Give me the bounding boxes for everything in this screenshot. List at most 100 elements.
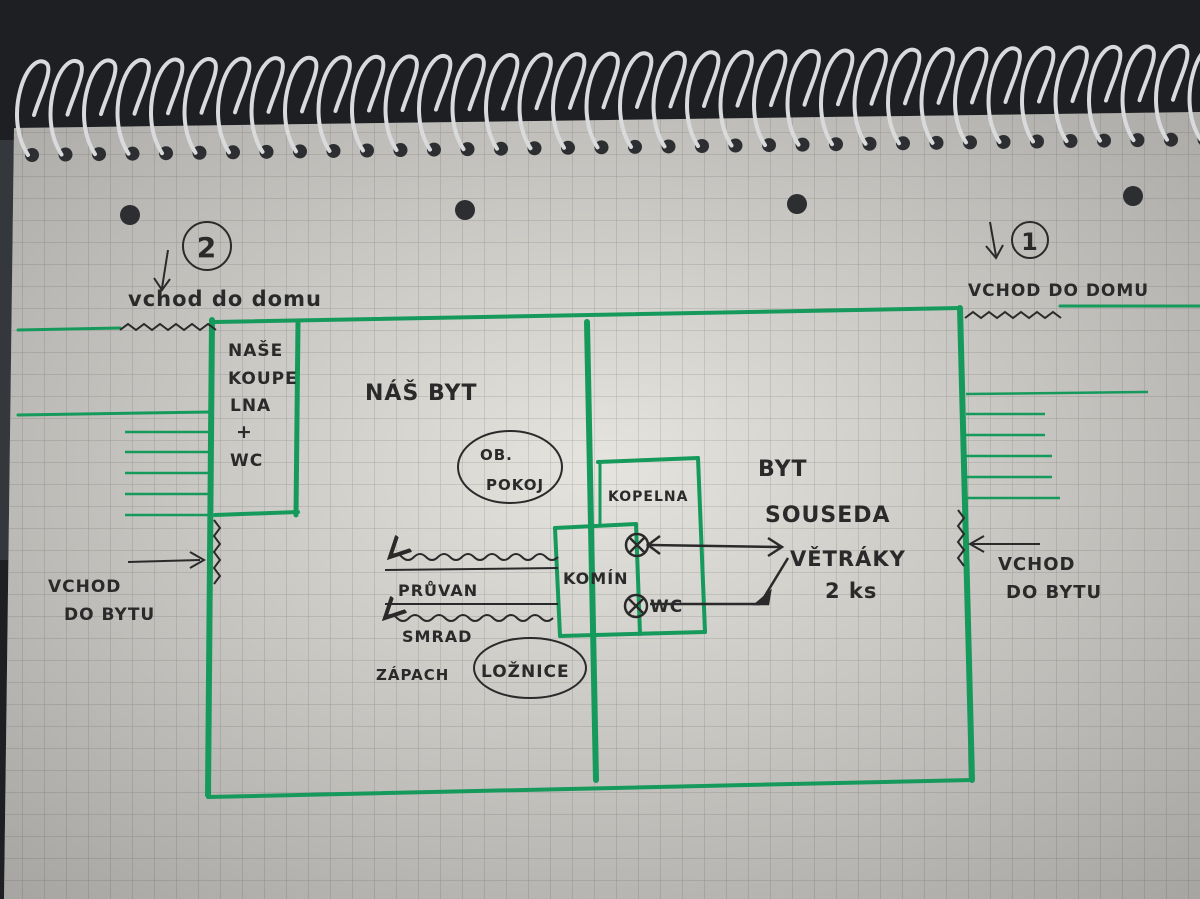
- spiral-hole: [226, 145, 240, 160]
- spiral-ring: [15, 59, 51, 157]
- label-pruvan: PRŮVAN: [398, 581, 478, 600]
- label-koupelna-1: NAŠE: [228, 339, 283, 361]
- spiral-hole: [326, 143, 341, 158]
- airflow-lines: [385, 554, 559, 622]
- ob-pokoj-ring: [457, 430, 563, 504]
- spiral-ring: [886, 47, 922, 146]
- staircase-left: [125, 430, 210, 517]
- spiral-ring: [718, 49, 754, 148]
- spiral-hole: [92, 147, 106, 162]
- spiral-ring: [819, 48, 855, 147]
- spiral-hole: [728, 138, 743, 153]
- spiral-hole: [829, 137, 843, 152]
- spiral-ring: [685, 50, 721, 148]
- spiral-ring: [752, 49, 788, 148]
- spiral-ring: [316, 55, 352, 153]
- entrance-arrows: [127, 221, 1040, 569]
- spiral-hole: [862, 136, 877, 151]
- label-byt-souseda-1: BYT: [758, 457, 808, 482]
- spiral-hole: [58, 147, 73, 162]
- label-byt-souseda-2: SOUSEDA: [765, 503, 891, 528]
- spiral-hole: [1030, 134, 1044, 149]
- label-koupelna-4: +: [236, 421, 253, 443]
- spiral-ring: [551, 52, 587, 150]
- spiral-ring: [249, 56, 285, 154]
- spiral-ring: [986, 46, 1022, 144]
- label-ob-pokoj-2: POKOJ: [486, 476, 544, 494]
- spiral-hole: [762, 138, 776, 153]
- spiral-ring: [182, 57, 218, 155]
- spiral-ring: [1154, 44, 1190, 142]
- walls: [16, 304, 1200, 799]
- spiral-ring: [383, 54, 419, 153]
- spiral-hole: [1130, 133, 1145, 148]
- spiral-hole: [628, 139, 642, 154]
- spiral-ring: [484, 53, 520, 151]
- spiral-ring: [919, 47, 955, 145]
- spiral-ring: [618, 51, 654, 149]
- label-smrad: SMRAD: [402, 627, 472, 646]
- spiral-hole: [561, 140, 575, 155]
- spiral-ring: [584, 51, 620, 150]
- spiral-hole: [1164, 132, 1178, 147]
- label-koupelna-3: LNA: [230, 396, 271, 416]
- spiral-ring: [517, 52, 553, 151]
- fan-symbols: [623, 532, 790, 619]
- label-zapach: ZÁPACH: [376, 665, 449, 684]
- spiral-ring: [1087, 44, 1123, 143]
- spiral-hole: [795, 137, 810, 152]
- label-koupelna-5: WC: [230, 451, 263, 471]
- spiral-hole: [695, 139, 709, 153]
- spiral-hole: [259, 144, 274, 159]
- label-loznice: LOŽNICE: [481, 660, 570, 682]
- spiral-hole: [427, 142, 441, 157]
- spiral-ring: [417, 53, 453, 152]
- entrance-2-circle: [182, 221, 232, 271]
- entrance-1-marker: 1: [1021, 228, 1039, 256]
- door-symbols: [119, 310, 1062, 585]
- label-wc: WC: [650, 597, 683, 617]
- spiral-ring: [115, 58, 151, 156]
- spiral-hole: [527, 141, 542, 156]
- label-vchod-do-domu-right: VCHOD DO DOMU: [968, 281, 1149, 301]
- label-ob-pokoj-1: OB.: [480, 446, 513, 464]
- spiral-hole: [896, 136, 910, 151]
- spiral-ring: [852, 48, 888, 146]
- spiral-hole: [1097, 133, 1111, 148]
- label-vetraky-2: 2 ks: [825, 579, 877, 603]
- loznice-ring: [473, 637, 587, 699]
- binder-holes: [120, 186, 1143, 225]
- spiral-hole: [192, 145, 207, 160]
- entrance-1-circle: [1011, 221, 1049, 259]
- label-vchod-do-bytu-left-1: VCHOD: [48, 577, 121, 597]
- spiral-ring: [149, 57, 185, 156]
- label-komin: KOMÍN: [563, 569, 629, 588]
- spiral-hole: [125, 146, 140, 161]
- spiral-hole: [460, 142, 475, 157]
- spiral-ring: [82, 58, 118, 157]
- label-kopelna: KOPELNA: [608, 489, 688, 505]
- spiral-ring: [785, 49, 821, 147]
- spiral-hole: [963, 135, 977, 150]
- spiral-ring: [1120, 44, 1156, 143]
- spiral-ring: [283, 55, 319, 154]
- entrance-2-marker: 2: [197, 231, 217, 264]
- label-koupelna-2: KOUPE: [228, 369, 298, 389]
- spiral-hole: [25, 148, 39, 162]
- label-vchod-do-bytu-left-2: DO BYTU: [64, 605, 155, 625]
- spiral-hole: [393, 143, 408, 158]
- spiral-ring: [651, 50, 687, 149]
- spiral-binding: [15, 44, 1200, 162]
- spiral-ring: [953, 46, 989, 145]
- spiral-hole: [1063, 134, 1078, 149]
- label-vetraky-1: VĚTRÁKY: [790, 546, 906, 571]
- spiral-hole: [594, 140, 609, 155]
- spiral-ring: [48, 58, 84, 157]
- spiral-hole: [293, 144, 307, 159]
- spiral-hole: [159, 146, 173, 161]
- label-vchod-do-domu-left: vchod do domu: [128, 287, 322, 311]
- spiral-ring: [216, 56, 252, 155]
- spiral-ring: [1053, 45, 1089, 144]
